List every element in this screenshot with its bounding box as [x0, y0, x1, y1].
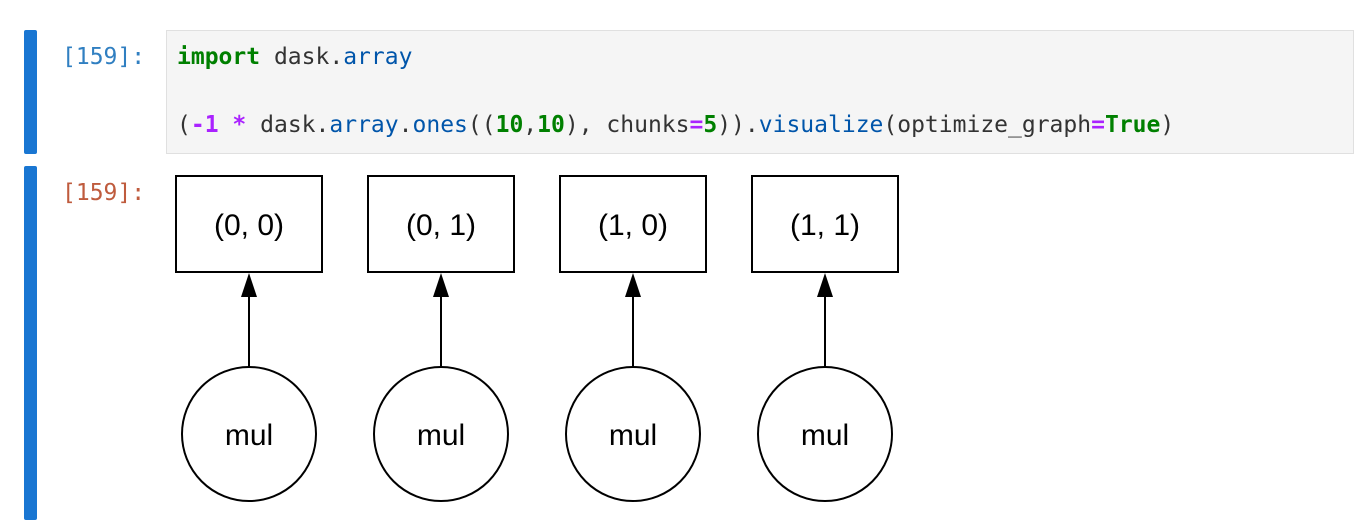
code-dot: . [744, 112, 759, 138]
code-line-1: import dask.array [177, 44, 412, 70]
code-dot: . [315, 112, 330, 138]
code-dot: . [329, 44, 344, 70]
keyword-true: True [1104, 112, 1161, 138]
code-multiply-op: * [232, 112, 247, 138]
mul-node-1 [373, 366, 509, 502]
input-cell[interactable]: [159]: import dask.array (-1 * dask.arra… [0, 0, 1354, 160]
code-args-open: (( [467, 112, 496, 138]
code-args-mid: ), chunks [564, 112, 690, 138]
code-method-visualize: visualize [758, 112, 884, 138]
mul-node-label-1: mul [417, 419, 465, 452]
code-func-ones: ones [412, 112, 468, 138]
input-prompt: [159]: [62, 44, 146, 70]
code-comma: , [523, 112, 538, 138]
code-module-attr: array [343, 44, 413, 70]
chunk-box-2 [559, 175, 707, 273]
mul-node-label-2: mul [609, 419, 657, 452]
chunk-box-label-2: (1, 0) [598, 209, 668, 242]
output-cell-bar[interactable] [24, 166, 37, 520]
code-neg-number: -1 [190, 112, 219, 138]
input-cell-bar[interactable] [24, 30, 37, 154]
graph-nodes: (0, 0) mul (0, 1) mul (1, 0) mul (1, 1) mul [175, 175, 899, 502]
code-module-base: dask [273, 44, 330, 70]
chunk-box-1 [367, 175, 515, 273]
code-equals-op: = [1091, 112, 1105, 138]
code-attr-array: array [329, 112, 399, 138]
mul-node-3 [757, 366, 893, 502]
chunk-box-label-1: (0, 1) [406, 209, 476, 242]
code-space [219, 112, 233, 138]
code-final-close: ) [1160, 112, 1175, 138]
output-cell[interactable]: [159]: [0, 160, 1354, 522]
code-obj: dask [260, 112, 316, 138]
keyword-import: import [177, 44, 261, 70]
edge-arrowhead-3 [817, 273, 833, 297]
chunk-box-label-0: (0, 0) [214, 209, 284, 242]
edge-arrowhead-2 [625, 273, 641, 297]
chunk-box-0 [175, 175, 323, 273]
code-dot: . [398, 112, 413, 138]
edge-arrowhead-1 [433, 273, 449, 297]
code-number: 10 [537, 112, 565, 138]
mul-node-0 [181, 366, 317, 502]
code-number: 5 [703, 112, 718, 138]
mul-node-label-0: mul [225, 419, 273, 452]
code-editor[interactable]: import dask.array (-1 * dask.array.ones(… [166, 30, 1354, 154]
code-number: 10 [495, 112, 524, 138]
code-open-paren: ( [177, 112, 191, 138]
task-graph: (0, 0) mul (0, 1) mul (1, 0) mul (1, 1) mul [175, 175, 899, 502]
chunk-box-3 [751, 175, 899, 273]
output-prompt: [159]: [62, 180, 146, 206]
code-line-2: (-1 * dask.array.ones((10,10), chunks=5)… [177, 112, 1174, 138]
mul-node-label-3: mul [801, 419, 849, 452]
chunk-box-label-3: (1, 1) [790, 209, 860, 242]
code-equals-op: = [689, 112, 704, 138]
edge-arrowhead-0 [241, 273, 257, 297]
code-args-close: )) [717, 112, 745, 138]
code-space [246, 112, 260, 138]
mul-node-2 [565, 366, 701, 502]
code-kwarg: (optimize_graph [883, 112, 1092, 138]
